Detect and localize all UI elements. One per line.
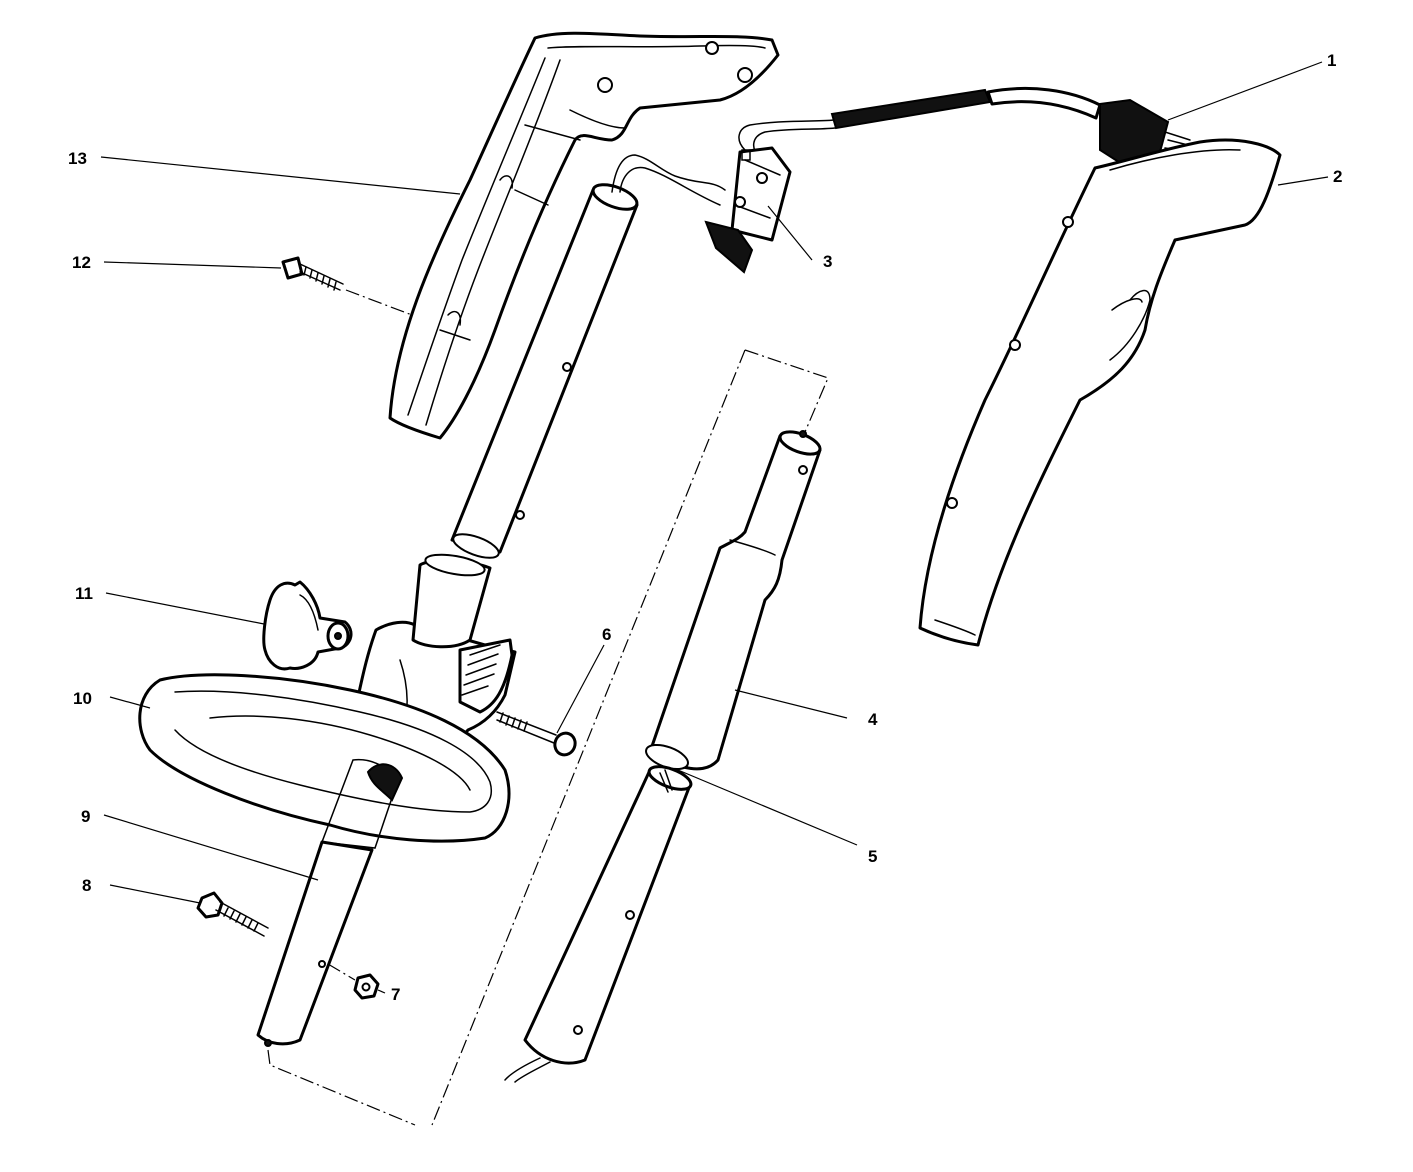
part-6-bolt [496,711,577,757]
part-10-loop-grip [138,673,511,843]
assembly-center-lines [267,349,829,1126]
part-8-bolt [196,891,269,937]
callout-10: 10 [73,689,92,708]
callout-5: 5 [868,847,877,866]
callout-12: 12 [72,253,91,272]
callout-11: 11 [75,584,93,603]
callout-4: 4 [868,710,878,729]
upper-tube [450,154,726,559]
part-13-left-handle-half [388,31,780,440]
callout-1: 1 [1327,51,1336,70]
part-4-lower-shaft [645,430,822,771]
callout-9: 9 [81,807,90,826]
part-9-bracket-and-shaft [346,553,517,792]
part-12-screw [281,256,413,316]
part-7-nut [353,973,380,1000]
part-2-right-handle-half [918,138,1282,647]
callout-13: 13 [68,149,87,168]
callout-7: 7 [391,985,400,1004]
part-3-switch [704,146,792,274]
callout-3: 3 [823,252,832,271]
part-1-power-cable [738,86,1193,166]
callout-6: 6 [602,625,611,644]
callout-8: 8 [82,876,91,895]
leader-lines [100,61,1329,994]
part-5-bottom-tube [504,765,693,1083]
callout-2: 2 [1333,167,1342,186]
part-11-knob [262,580,353,671]
callout-labels: 1 2 3 4 5 6 7 8 9 10 11 12 13 [68,51,1342,1004]
shaft-under-loop [256,758,404,1047]
